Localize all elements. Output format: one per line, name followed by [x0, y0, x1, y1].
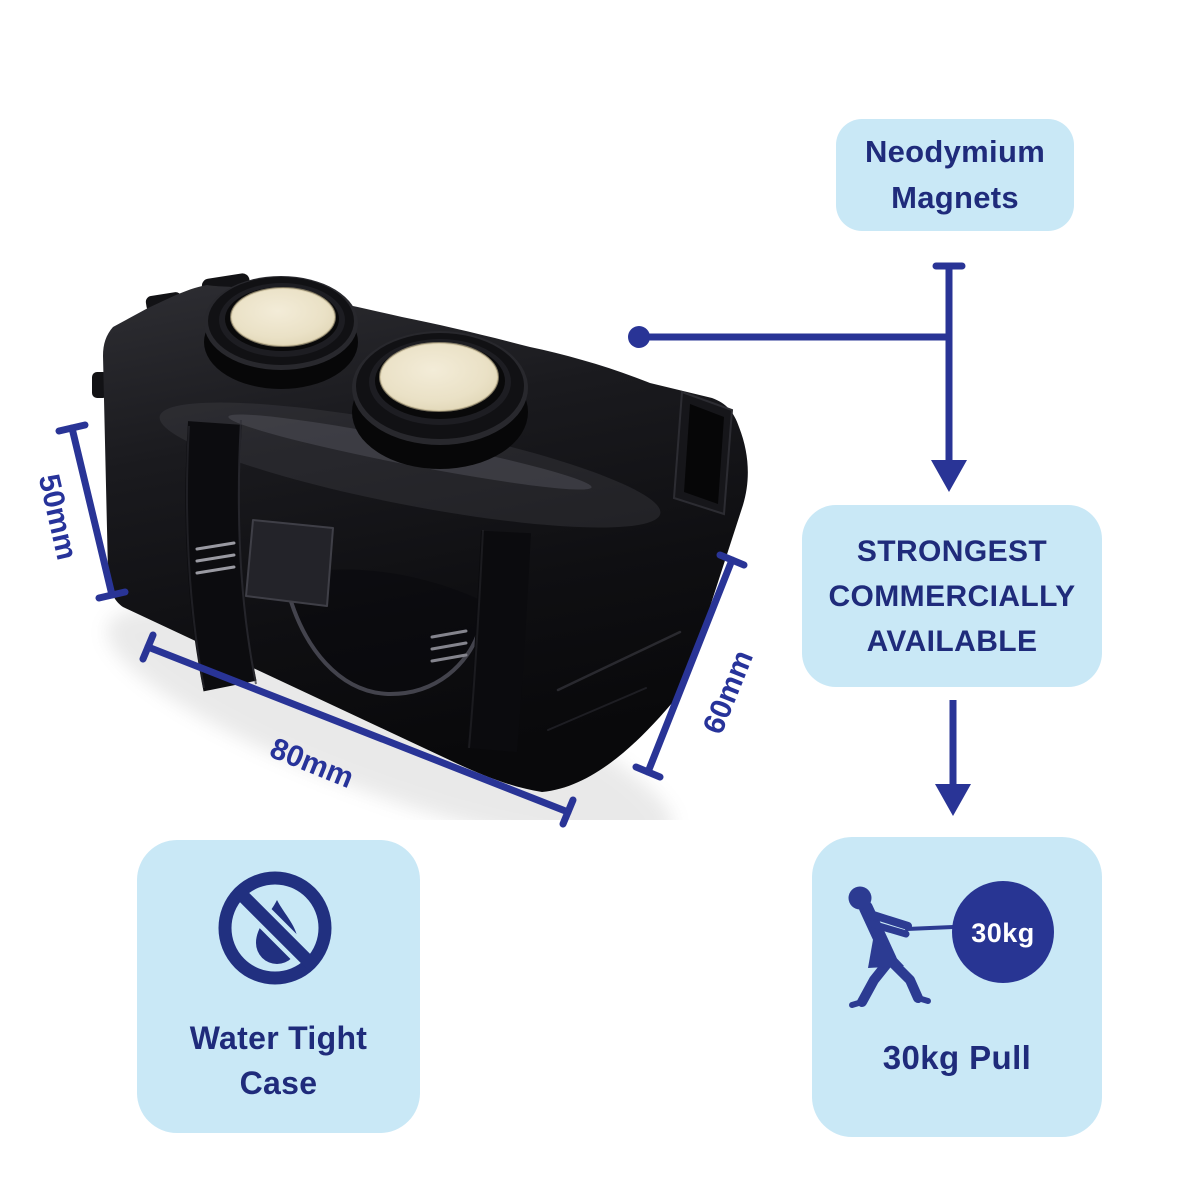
dimension-80mm	[139, 631, 577, 828]
arrow-down-1	[931, 460, 967, 492]
product-photo-magnetic-stash-case	[92, 273, 748, 820]
magnet-right	[352, 331, 528, 469]
person-pulling-weight-icon: 30kg	[848, 881, 1054, 1008]
pull-label: 30kg Pull	[882, 1039, 1032, 1076]
panel-strongest-available: STRONGEST COMMERCIALLY AVAILABLE	[802, 505, 1102, 687]
callout-dot	[628, 326, 650, 348]
weight-circle	[952, 881, 1054, 983]
watertight-line1: Water Tight	[189, 1020, 368, 1056]
person-head	[848, 886, 872, 910]
neodymium-line2: Magnets	[891, 180, 1019, 215]
case-seams	[547, 630, 682, 731]
case-right-strap	[430, 529, 531, 753]
case-left-strap	[185, 419, 334, 692]
magnet-left	[204, 276, 358, 389]
case-body	[103, 285, 748, 792]
case-lanyard-slot	[672, 390, 734, 516]
callout-connector-line	[628, 262, 971, 816]
panel-neodymium-magnets: Neodymium Magnets	[836, 119, 1074, 231]
case-handle-recess	[283, 569, 480, 697]
grip-lines-left	[195, 541, 236, 575]
strongest-line2: COMMERCIALLY	[828, 579, 1076, 613]
strongest-line3: AVAILABLE	[866, 624, 1038, 658]
strongest-line1: STRONGEST	[856, 534, 1048, 568]
person-body	[868, 934, 904, 968]
dimension-label-50mm: 50mm	[32, 471, 84, 563]
arrow-down-2	[935, 784, 971, 816]
panel-30kg-pull: 30kg 30kg Pull	[812, 837, 1102, 1137]
watertight-line2: Case	[239, 1065, 318, 1101]
weight-badge-label: 30kg	[971, 918, 1035, 948]
neodymium-line1: Neodymium	[864, 134, 1046, 169]
dimension-label-80mm: 80mm	[265, 732, 358, 795]
dimension-60mm	[632, 551, 748, 781]
no-water-droplet-icon	[218, 871, 332, 985]
dimension-label-60mm: 60mm	[697, 646, 760, 739]
watertight-label: Water Tight Case	[137, 1016, 420, 1106]
panel-water-tight-case: Water Tight Case	[137, 840, 420, 1133]
grip-lines-right	[430, 629, 468, 663]
dimension-50mm	[55, 421, 129, 602]
